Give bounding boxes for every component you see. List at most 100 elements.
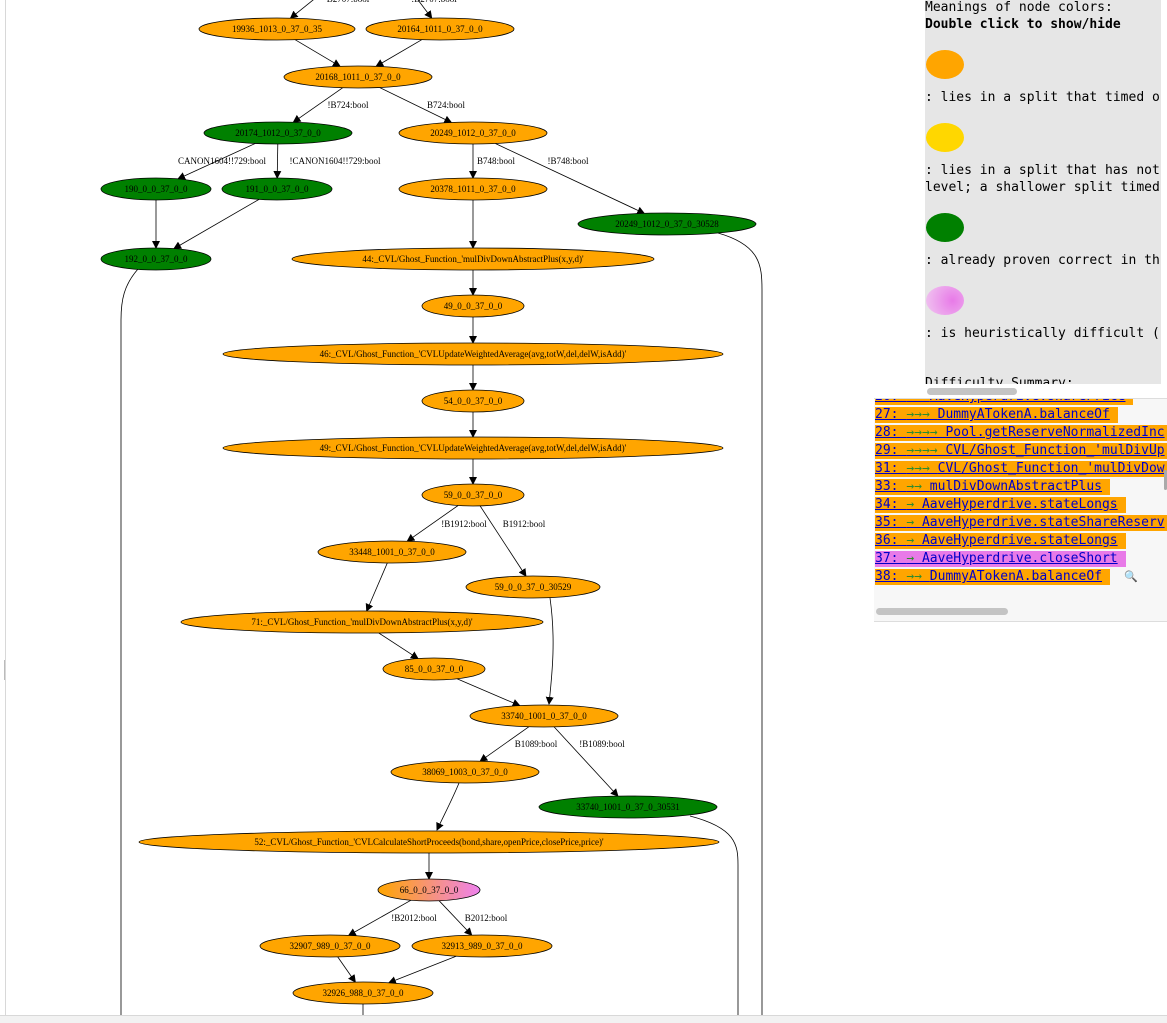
call-stack-row[interactable]: 36: → AaveHyperdrive.stateLongs	[875, 533, 1126, 549]
graph-node[interactable]: 20378_1011_0_37_0_0	[398, 177, 548, 201]
graph-node[interactable]: 19936_1013_0_37_0_35	[198, 17, 356, 41]
graph-node[interactable]: 20168_1011_0_37_0_0	[283, 65, 433, 89]
call-stack-scrollbar-thumb[interactable]	[876, 608, 1008, 615]
node-ellipse[interactable]	[291, 247, 655, 271]
call-stack-vertical-scrollbar[interactable]	[1164, 470, 1167, 490]
node-label: 59_0_0_37_0_0	[444, 490, 503, 500]
node-ellipse[interactable]	[398, 121, 548, 145]
node-ellipse[interactable]	[469, 704, 619, 728]
node-ellipse[interactable]	[538, 795, 718, 819]
graph-node[interactable]: 33448_1001_0_37_0_0	[317, 540, 467, 564]
graph-node[interactable]: 44:_CVL/Ghost_Function_'mulDivDownAbstra…	[291, 247, 655, 271]
call-stack-row[interactable]: 29: →→→→ CVL/Ghost_Function_'mulDivUp	[875, 443, 1167, 459]
node-ellipse[interactable]	[100, 177, 212, 201]
call-stack-row[interactable]: 33: →→ mulDivDownAbstractPlus	[875, 479, 1110, 495]
call-stack-row-number: 38:	[875, 569, 907, 584]
graph-node[interactable]: 52:_CVL/Ghost_Function_'CVLCalculateShor…	[138, 830, 720, 854]
legend-panel[interactable]: Meanings of node colors: Double click to…	[925, 0, 1161, 384]
call-stack-panel[interactable]: 26: →→ AaveHyperdrive.sharePrice 27: →→→ …	[874, 398, 1167, 622]
call-stack-row-name: Pool.getReserveNormalizedInc	[945, 425, 1165, 440]
graph-node[interactable]: 59_0_0_37_0_0	[421, 483, 525, 507]
graph-node[interactable]: 59_0_0_37_0_30529	[465, 575, 601, 599]
node-ellipse[interactable]	[317, 540, 467, 564]
node-ellipse[interactable]	[421, 294, 525, 318]
node-ellipse[interactable]	[198, 17, 356, 41]
call-stack-row[interactable]: 31: →→→ CVL/Ghost_Function_'mulDivDow	[875, 461, 1167, 477]
node-ellipse[interactable]	[411, 934, 553, 958]
graph-node[interactable]: 46:_CVL/Ghost_Function_'CVLUpdateWeighte…	[222, 342, 724, 366]
graph-node[interactable]: 190_0_0_37_0_0	[100, 177, 212, 201]
node-ellipse[interactable]	[222, 342, 724, 366]
call-stack-row-name: DummyATokenA.balanceOf	[929, 569, 1102, 584]
graph-node[interactable]: 20164_1011_0_37_0_0	[365, 17, 515, 41]
node-ellipse[interactable]	[398, 177, 548, 201]
legend-yellow-text-1: : lies in a split that has not	[925, 163, 1160, 178]
node-ellipse[interactable]	[138, 830, 720, 854]
node-ellipse[interactable]	[100, 247, 212, 271]
call-stack-row-name: CVL/Ghost_Function_'mulDivDow	[937, 461, 1165, 476]
node-ellipse[interactable]	[377, 878, 481, 902]
graph-node[interactable]: 66_0_0_37_0_0	[377, 878, 481, 902]
node-ellipse[interactable]	[421, 389, 525, 413]
node-ellipse[interactable]	[292, 981, 434, 1005]
node-ellipse[interactable]	[221, 177, 333, 201]
graph-edge	[436, 782, 460, 831]
call-stack-row[interactable]: 37: → AaveHyperdrive.closeShort	[875, 551, 1126, 567]
call-stack-row-name: AaveHyperdrive.sharePrice	[930, 399, 1126, 404]
legend-pink-text: : is heuristically difficult (	[925, 326, 1160, 341]
edges-layer: B2707:bool!B2707:bool!B724:boolB724:bool…	[120, 0, 763, 1015]
graph-node[interactable]: 85_0_0_37_0_0	[382, 657, 486, 681]
call-stack-row[interactable]: 35: → AaveHyperdrive.stateShareReserv	[875, 515, 1167, 531]
call-depth-arrows: →→→→	[906, 425, 946, 440]
legend-green-text: : already proven correct in th	[925, 253, 1160, 268]
call-stack-row[interactable]: 38: →→ DummyATokenA.balanceOf	[875, 569, 1110, 585]
node-ellipse[interactable]	[222, 436, 724, 460]
graph-node[interactable]: 33740_1001_0_37_0_30531	[538, 795, 718, 819]
node-ellipse[interactable]	[365, 17, 515, 41]
graph-node[interactable]: 20174_1012_0_37_0_0	[203, 121, 353, 145]
node-label: 20174_1012_0_37_0_0	[235, 128, 321, 138]
call-stack-row-number: 34:	[875, 497, 907, 512]
node-ellipse[interactable]	[180, 610, 544, 634]
legend-hint[interactable]: Double click to show/hide	[925, 17, 1121, 32]
edge-label: B724:bool	[427, 100, 466, 110]
node-label: 52:_CVL/Ghost_Function_'CVLCalculateShor…	[254, 837, 604, 847]
node-ellipse[interactable]	[577, 212, 757, 236]
pane-resize-handle[interactable]	[0, 660, 5, 680]
control-flow-graph[interactable]: B2707:bool!B2707:bool!B724:boolB724:bool…	[0, 0, 870, 1015]
node-ellipse[interactable]	[203, 121, 353, 145]
edge-label: B1089:bool	[515, 739, 558, 749]
bottom-scrollbar-track[interactable]	[0, 1015, 1167, 1023]
graph-node[interactable]: 32926_988_0_37_0_0	[292, 981, 434, 1005]
graph-node[interactable]: 33740_1001_0_37_0_0	[469, 704, 619, 728]
node-ellipse[interactable]	[390, 760, 540, 784]
graph-node[interactable]: 71:_CVL/Ghost_Function_'mulDivDownAbstra…	[180, 610, 544, 634]
call-stack-row-name: AaveHyperdrive.stateLongs	[921, 533, 1118, 548]
graph-node[interactable]: 49_0_0_37_0_0	[421, 294, 525, 318]
node-ellipse[interactable]	[421, 483, 525, 507]
node-label: 20168_1011_0_37_0_0	[315, 72, 401, 82]
magnifier-icon[interactable]: 🔍	[1124, 571, 1138, 583]
graph-node[interactable]: 20249_1012_0_37_0_30528	[577, 212, 757, 236]
call-stack-row-name: mulDivDownAbstractPlus	[929, 479, 1102, 494]
graph-edge	[177, 143, 256, 180]
node-ellipse[interactable]	[259, 934, 401, 958]
graph-node[interactable]: 32913_989_0_37_0_0	[411, 934, 553, 958]
call-stack-row[interactable]: 34: → AaveHyperdrive.stateLongs	[875, 497, 1126, 513]
graph-node[interactable]: 49:_CVL/Ghost_Function_'CVLUpdateWeighte…	[222, 436, 724, 460]
call-stack-row[interactable]: 27: →→→ DummyATokenA.balanceOf	[875, 407, 1118, 423]
node-ellipse[interactable]	[465, 575, 601, 599]
node-ellipse[interactable]	[283, 65, 433, 89]
graph-node[interactable]: 38069_1003_0_37_0_0	[390, 760, 540, 784]
node-label: 20164_1011_0_37_0_0	[397, 24, 483, 34]
legend-horizontal-scrollbar[interactable]	[927, 388, 1017, 395]
graph-node[interactable]: 54_0_0_37_0_0	[421, 389, 525, 413]
graph-node[interactable]: 20249_1012_0_37_0_0	[398, 121, 548, 145]
call-stack-row[interactable]: 28: →→→→ Pool.getReserveNormalizedInc	[875, 425, 1167, 441]
node-ellipse[interactable]	[382, 657, 486, 681]
graph-node[interactable]: 32907_989_0_37_0_0	[259, 934, 401, 958]
call-stack-row[interactable]: 26: →→ AaveHyperdrive.sharePrice	[875, 399, 1134, 405]
graph-node[interactable]: 191_0_0_37_0_0	[221, 177, 333, 201]
graph-node[interactable]: 192_0_0_37_0_0	[100, 247, 212, 271]
